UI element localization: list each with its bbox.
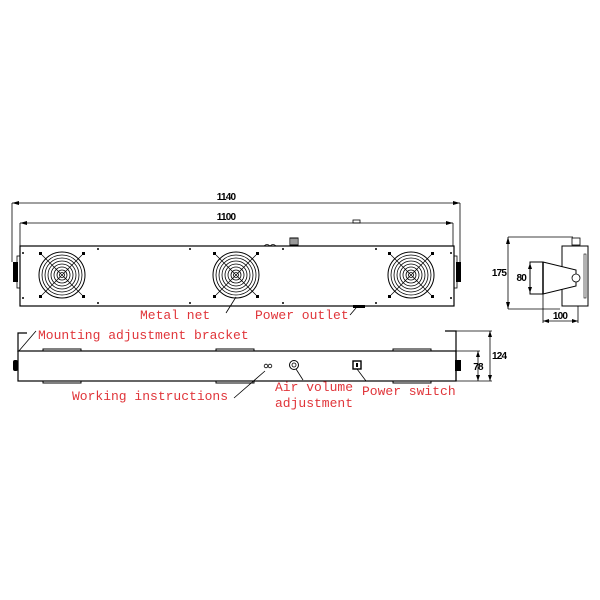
dim-overall-length: 1140 bbox=[217, 192, 237, 203]
label-air-volume-line2: adjustment bbox=[275, 396, 354, 411]
front-view: 1140 1100 bbox=[11, 192, 461, 316]
side-view: 175 80 100 bbox=[492, 236, 589, 323]
dim-side-bracket-height: 80 bbox=[516, 273, 527, 284]
label-power-outlet: Power outlet bbox=[255, 308, 349, 323]
label-air-volume-line1: Air volume bbox=[275, 380, 354, 395]
power-switch-icon bbox=[352, 360, 362, 370]
dim-side-depth: 100 bbox=[553, 311, 569, 322]
label-mounting-bracket: Mounting adjustment bracket bbox=[38, 328, 249, 343]
label-power-switch: Power switch bbox=[362, 384, 456, 399]
label-working-instructions: Working instructions bbox=[72, 389, 229, 404]
dim-body-length: 1100 bbox=[217, 212, 237, 223]
dim-bottom-body-height: 78 bbox=[473, 362, 484, 373]
bottom-view: 124 78 bbox=[13, 330, 508, 399]
dim-bottom-height: 124 bbox=[492, 351, 508, 362]
dim-side-height: 175 bbox=[492, 268, 508, 279]
air-volume-knob bbox=[289, 360, 299, 370]
label-metal-net: Metal net bbox=[140, 308, 211, 323]
